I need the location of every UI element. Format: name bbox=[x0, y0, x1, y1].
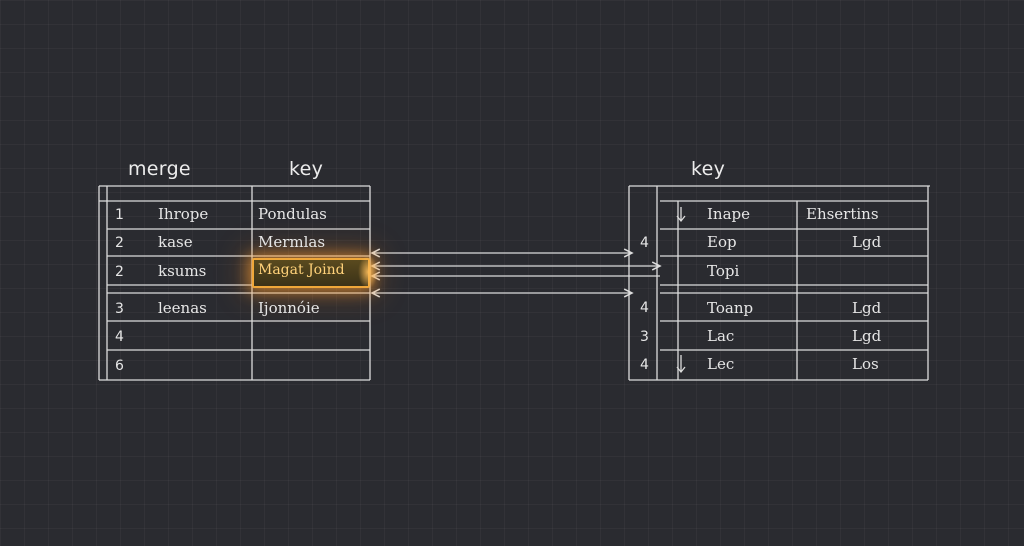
left-row-key: Ijonnóie bbox=[258, 299, 320, 317]
right-row-mark: 4 bbox=[640, 300, 649, 316]
left-row-index: 6 bbox=[115, 358, 124, 374]
right-row-name: Topi bbox=[707, 262, 740, 280]
right-row-mark: 4 bbox=[640, 235, 649, 251]
right-row-name: Eop bbox=[707, 233, 737, 251]
left-row-name: kase bbox=[158, 233, 193, 251]
right-row-name: Inape bbox=[707, 205, 751, 223]
join-connectors bbox=[372, 253, 660, 293]
left-row-name: Ihrope bbox=[158, 205, 209, 223]
right-row-mark: 4 bbox=[640, 357, 649, 373]
right-row-value: Lgd bbox=[852, 327, 882, 345]
right-row-name: Lac bbox=[707, 327, 735, 345]
right-row-name: Lec bbox=[707, 355, 735, 373]
left-row-index: 1 bbox=[115, 207, 124, 223]
left-row-name: leenas bbox=[158, 299, 207, 317]
left-heading-merge: merge bbox=[128, 158, 191, 180]
right-row-value: Los bbox=[852, 355, 879, 373]
left-row-index: 3 bbox=[115, 301, 124, 317]
left-row-index: 2 bbox=[115, 264, 124, 280]
left-row-key: Pondulas bbox=[258, 205, 327, 223]
left-row-key: Mermlas bbox=[258, 233, 326, 251]
left-heading-key: key bbox=[289, 158, 324, 180]
left-row-name: ksums bbox=[158, 262, 207, 280]
right-row-value: Lgd bbox=[852, 299, 882, 317]
right-row-value: Ehsertins bbox=[806, 205, 879, 223]
highlighted-key-cell bbox=[252, 258, 370, 288]
left-row-index: 2 bbox=[115, 235, 124, 251]
glow-icon bbox=[358, 255, 378, 289]
left-row-index: 4 bbox=[115, 329, 124, 345]
right-table-grid bbox=[628, 185, 930, 381]
highlighted-key-text: Magat Joind bbox=[258, 262, 345, 278]
right-row-value: Lgd bbox=[852, 233, 882, 251]
down-arrow-icons bbox=[676, 207, 686, 374]
right-heading-key: key bbox=[691, 158, 726, 180]
right-row-mark: 3 bbox=[640, 329, 649, 345]
right-row-name: Toanp bbox=[707, 299, 754, 317]
